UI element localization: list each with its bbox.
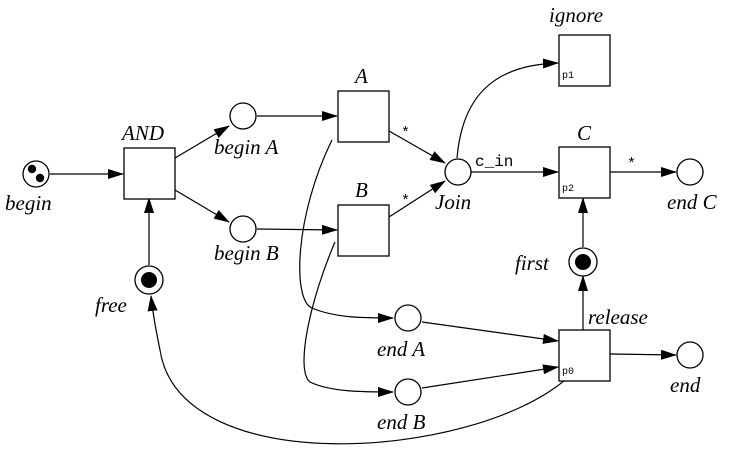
arc-label-a-to-join: * — [401, 125, 410, 142]
arc-end-b-to-release — [421, 364, 559, 389]
place-begin-a: begin A — [214, 102, 279, 159]
arc-release-to-end — [609, 349, 677, 360]
place-end: end — [670, 341, 704, 397]
place-label-begin-b: begin B — [214, 241, 279, 265]
transition-tag-release: p0 — [562, 367, 574, 378]
transition-b: B — [337, 178, 390, 257]
arc-release-to-free — [147, 295, 566, 445]
arc-and-to-begin-b — [174, 189, 230, 223]
place-label-begin: begin — [5, 191, 52, 215]
place-first: first — [515, 247, 598, 277]
arc-label-b-to-join: * — [401, 193, 410, 210]
token — [575, 254, 591, 270]
place-label-join: Join — [435, 190, 471, 214]
arc-b-to-join — [388, 180, 446, 218]
arc-join-to-ignore — [456, 58, 559, 159]
token — [141, 272, 157, 288]
transition-tag-ignore: p1 — [562, 71, 574, 82]
arc-label-join-to-c: c_in — [475, 153, 513, 171]
transition-ignore: p1 ignore — [549, 3, 611, 87]
transition-label-release: release — [588, 305, 648, 329]
token — [27, 164, 37, 174]
place-label-first: first — [515, 251, 550, 275]
token — [35, 173, 45, 183]
arc-b-to-end-b — [303, 241, 394, 397]
place-label-end-a: end A — [377, 337, 425, 361]
place-free: free — [95, 265, 164, 317]
transition-label-c: C — [577, 121, 592, 145]
place-end-b: end B — [377, 378, 426, 434]
transition-label-ignore: ignore — [549, 3, 603, 27]
transition-c: p2 C — [558, 121, 611, 199]
place-label-end-b: end B — [377, 410, 426, 434]
place-label-end: end — [670, 373, 701, 397]
arc-begin-b-to-b — [256, 224, 338, 235]
arc-label-c-to-end-c: * — [627, 156, 636, 173]
arc-a-to-end-a — [299, 139, 394, 323]
place-end-c: end C — [667, 158, 718, 214]
arcs — [50, 58, 677, 445]
place-begin-b: begin B — [214, 215, 279, 265]
place-end-a: end A — [377, 304, 425, 361]
transition-label-and: AND — [120, 121, 164, 145]
transition-a: A — [337, 64, 390, 143]
place-label-begin-a: begin A — [214, 135, 279, 159]
arc-end-a-to-release — [421, 321, 559, 344]
transition-and: AND — [120, 121, 176, 200]
arc-and-to-begin-a — [174, 125, 230, 159]
place-join: Join — [435, 158, 472, 214]
place-label-end-c: end C — [667, 190, 718, 214]
transition-label-a: A — [353, 64, 368, 88]
place-label-free: free — [95, 293, 127, 317]
transition-tag-c: p2 — [562, 184, 574, 195]
place-begin: begin — [5, 160, 52, 215]
transition-label-b: B — [355, 178, 368, 202]
arc-a-to-join — [388, 130, 446, 164]
transition-release: p0 release — [558, 305, 648, 382]
